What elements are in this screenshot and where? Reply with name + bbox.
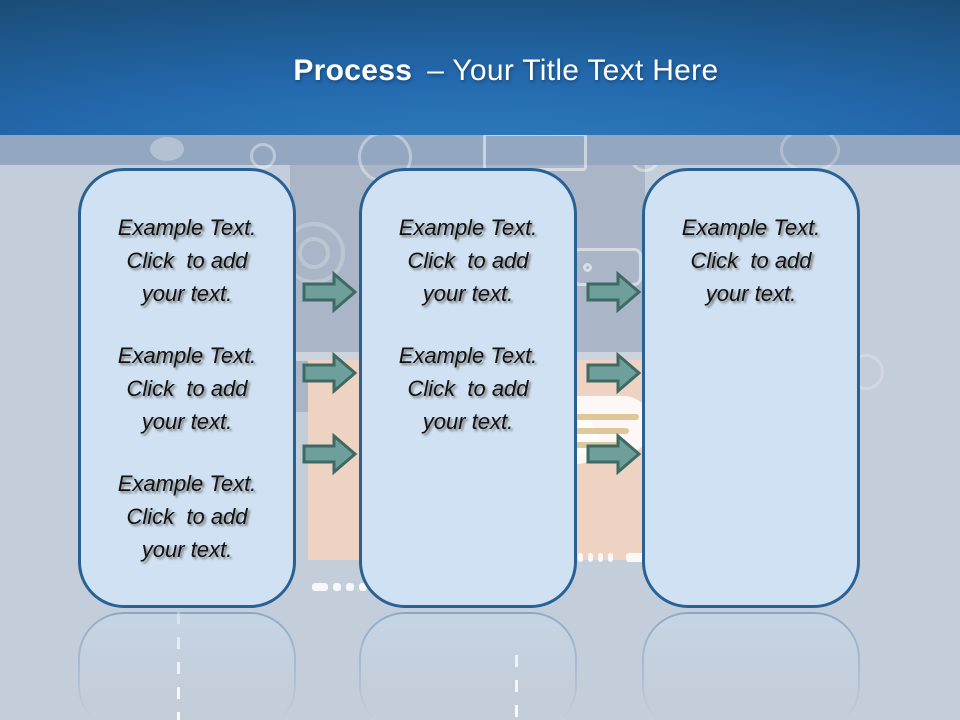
placeholder-line: your text.	[141, 281, 233, 306]
background-text-line	[575, 428, 629, 434]
text-placeholder[interactable]: Example Text. Click to add your text.	[118, 211, 257, 310]
placeholder-line: Example Text.	[117, 215, 257, 240]
panel-reflection	[642, 612, 860, 720]
arrow-right-icon	[302, 271, 358, 313]
placeholder-line: your text.	[422, 281, 514, 306]
arrow-right-icon	[586, 271, 642, 313]
placeholder-line: Example Text.	[398, 215, 538, 240]
text-placeholder[interactable]: Example Text. Click to add your text.	[118, 467, 257, 566]
page-title: Process – Your Title Text Here	[242, 20, 719, 122]
panel-reflection	[78, 612, 296, 720]
process-box-1[interactable]: Example Text. Click to add your text. Ex…	[78, 168, 296, 608]
background-dots	[578, 549, 655, 567]
placeholder-line: your text.	[705, 281, 797, 306]
text-placeholder[interactable]: Example Text. Click to add your text.	[118, 339, 257, 438]
placeholder-line: Example Text.	[398, 343, 538, 368]
arrow-right-icon	[302, 352, 358, 394]
text-placeholder[interactable]: Example Text. Click to add your text.	[682, 211, 821, 310]
process-box-2[interactable]: Example Text. Click to add your text. Ex…	[359, 168, 577, 608]
placeholder-line: Click to add	[126, 248, 248, 273]
band-monitor-outline	[483, 133, 587, 171]
background-dots	[312, 578, 372, 596]
arrow-right-icon	[586, 433, 642, 475]
placeholder-line: Click to add	[407, 248, 529, 273]
arrow-right-icon	[302, 433, 358, 475]
placeholder-line: Click to add	[407, 376, 529, 401]
placeholder-line: Example Text.	[681, 215, 821, 240]
placeholder-line: Example Text.	[117, 471, 257, 496]
arrow-right-icon	[586, 352, 642, 394]
placeholder-line: your text.	[422, 409, 514, 434]
placeholder-line: your text.	[141, 409, 233, 434]
process-box-3[interactable]: Example Text. Click to add your text.	[642, 168, 860, 608]
title-keyword: Process	[293, 53, 413, 87]
text-placeholder[interactable]: Example Text. Click to add your text.	[399, 211, 538, 310]
band-ellipse	[150, 137, 184, 161]
placeholder-line: Click to add	[126, 504, 248, 529]
text-placeholder[interactable]: Example Text. Click to add your text.	[399, 339, 538, 438]
slide-header: Process – Your Title Text Here	[0, 0, 960, 135]
band-circle	[250, 143, 276, 169]
panel-reflection	[359, 612, 577, 720]
placeholder-line: Example Text.	[117, 343, 257, 368]
background-text-line	[575, 414, 639, 420]
placeholder-line: your text.	[141, 537, 233, 562]
header-underlay-band	[0, 127, 960, 183]
placeholder-line: Click to add	[126, 376, 248, 401]
placeholder-line: Click to add	[690, 248, 812, 273]
title-text: – Your Title Text Here	[427, 53, 719, 87]
